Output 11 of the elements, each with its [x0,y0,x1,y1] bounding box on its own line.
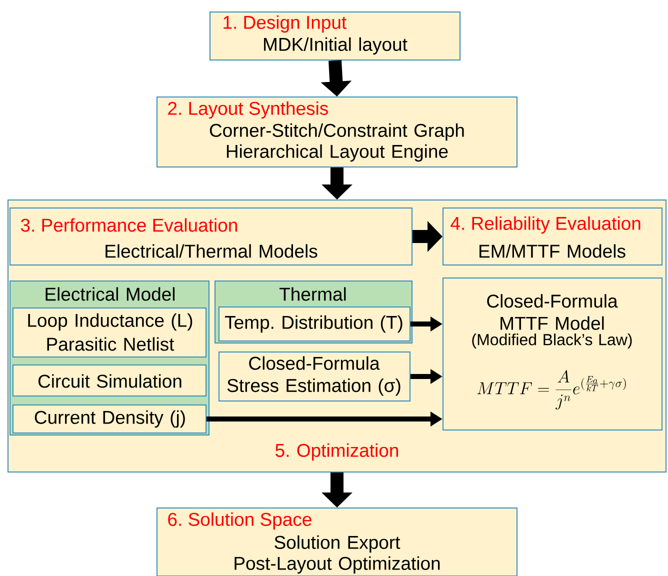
process-box: 2. Layout Synthesis Corner-Stitch/Constraint Graph Hierarchical Layout Engine [156,96,518,168]
process-box: Closed-Formula MTTF Model (Modified Black’s Law) $MTTF=\frac{A}{j^{n}}e^{(\frac{E_a}{kT}+\gamma\sigma)}$ [442,278,662,430]
process-box: Current Density (j) [12,404,206,434]
process-box: Loop Inductance (L) Parasitic Netlist [12,308,206,358]
process-box: Circuit Simulation [12,364,206,396]
process-box: 6. Solution Space Solution Export Post-Layout Optimization [156,508,518,576]
process-box: 4. Reliability Evaluation EM/MTTF Models [442,208,662,266]
process-box: 3. Performance Evaluation Electrical/Thermal Models [10,208,412,266]
process-box: 1. Design Input MDK/Initial layout [210,12,460,60]
process-box: Temp. Distribution (T) [218,306,410,342]
process-box: Closed-Formula Stress Estimation (σ) [218,352,410,402]
